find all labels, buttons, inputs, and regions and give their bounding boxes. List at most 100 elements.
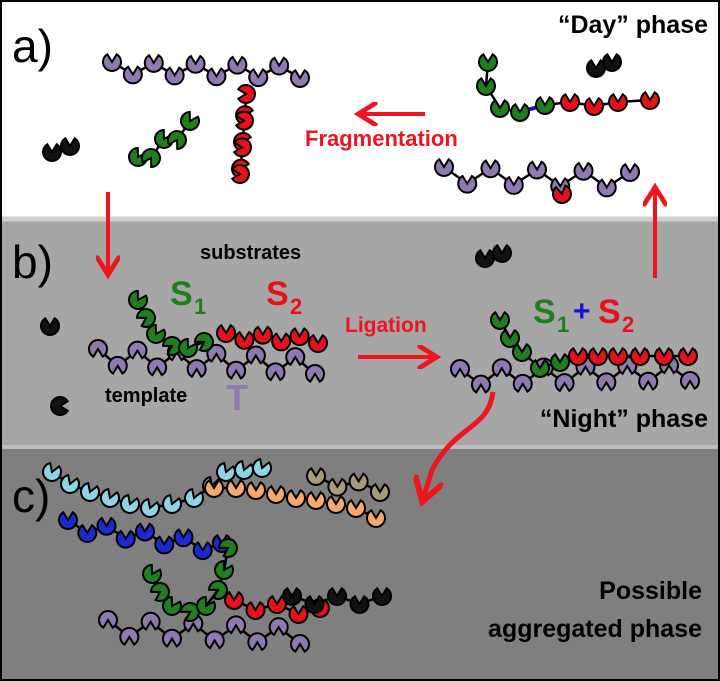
monomer <box>128 289 148 310</box>
monomer <box>185 54 206 74</box>
panel-b-background <box>0 220 720 447</box>
monomer <box>271 332 292 352</box>
monomer <box>80 481 100 502</box>
panel-b-letter: b) <box>12 236 53 288</box>
monomer <box>640 90 660 110</box>
template-chain-a-top <box>102 52 310 88</box>
monomer <box>306 490 326 510</box>
monomer <box>434 157 454 177</box>
monomer <box>227 55 248 75</box>
label-T: T <box>226 377 248 418</box>
monomer <box>510 102 530 122</box>
monomer <box>512 342 532 362</box>
monomer <box>122 65 143 85</box>
panel-b-title: “Night” phase <box>540 405 708 433</box>
s2-letter-right: S <box>598 293 621 331</box>
s1-chain-b-left <box>128 289 214 358</box>
monomer <box>140 497 160 518</box>
monomer <box>678 346 698 366</box>
monomer <box>120 493 140 514</box>
monomer <box>596 372 617 392</box>
label-substrates: substrates <box>200 242 301 264</box>
s2-subscript-right: 2 <box>622 312 634 337</box>
monomer <box>680 371 700 391</box>
monomer <box>214 559 234 580</box>
monomer <box>207 580 228 600</box>
product-chain-a <box>476 52 660 122</box>
monomer <box>42 461 62 482</box>
monomer <box>252 325 273 345</box>
panel-c-title-line1: Possible <box>599 577 702 605</box>
monomer <box>146 323 166 344</box>
monomer <box>167 130 187 151</box>
monomer <box>608 346 628 366</box>
monomer <box>573 161 594 181</box>
s2-subscript: 2 <box>290 294 302 319</box>
chains-layer <box>40 52 700 654</box>
monomer <box>164 66 185 86</box>
monomer <box>372 586 392 606</box>
monomer <box>245 345 266 365</box>
monomer <box>236 84 256 104</box>
s2-chain-a <box>230 84 256 184</box>
monomer <box>100 487 120 508</box>
monomer <box>162 493 182 514</box>
template-chain-c <box>98 610 310 654</box>
monomer <box>98 610 118 630</box>
black-chain-c <box>282 586 392 614</box>
monomer <box>226 615 247 635</box>
s1-letter-right: S <box>533 293 556 331</box>
monomer <box>147 357 168 377</box>
monomer <box>308 333 328 353</box>
monomer <box>141 148 161 169</box>
monomer <box>327 586 347 606</box>
monomer <box>216 323 236 343</box>
monomer <box>289 327 310 347</box>
monomer <box>107 355 128 375</box>
monomer <box>135 522 155 542</box>
monomer <box>480 159 501 179</box>
monomer <box>204 478 224 498</box>
monomer <box>285 347 306 367</box>
monomer <box>192 541 213 561</box>
monomer <box>184 487 204 508</box>
monomer <box>491 358 512 378</box>
monomer <box>226 478 246 498</box>
monomer <box>143 53 164 73</box>
monomer <box>248 68 269 88</box>
monomer <box>206 67 227 87</box>
monomer <box>638 371 659 391</box>
monomer <box>346 498 366 518</box>
monomer <box>186 359 207 379</box>
monomer <box>135 308 156 328</box>
monomer <box>304 594 325 614</box>
label-S1-plus-S2: S 1 + S 2 <box>533 293 634 337</box>
monomer <box>230 164 250 184</box>
monomer <box>349 594 370 614</box>
monomer <box>286 488 306 508</box>
monomer <box>457 174 478 194</box>
monomer <box>500 328 520 348</box>
monomer <box>58 510 78 530</box>
monomer <box>348 472 369 492</box>
monomer <box>193 332 214 352</box>
s2-chain-b-left <box>216 323 328 353</box>
monomer <box>245 600 266 620</box>
monomer <box>470 374 491 394</box>
monomer <box>654 346 674 366</box>
free-monomer <box>50 396 70 416</box>
monomer <box>173 528 194 548</box>
monomer <box>503 175 524 195</box>
s1-chain-a <box>128 110 200 169</box>
monomer <box>306 466 326 486</box>
monomer <box>584 96 604 116</box>
monomer <box>178 337 198 358</box>
monomer <box>206 343 227 363</box>
monomer <box>234 330 255 350</box>
monomer <box>269 56 290 76</box>
label-fragmentation: Fragmentation <box>305 126 458 151</box>
monomer <box>246 480 266 500</box>
panel-c-letter: c) <box>12 470 50 522</box>
